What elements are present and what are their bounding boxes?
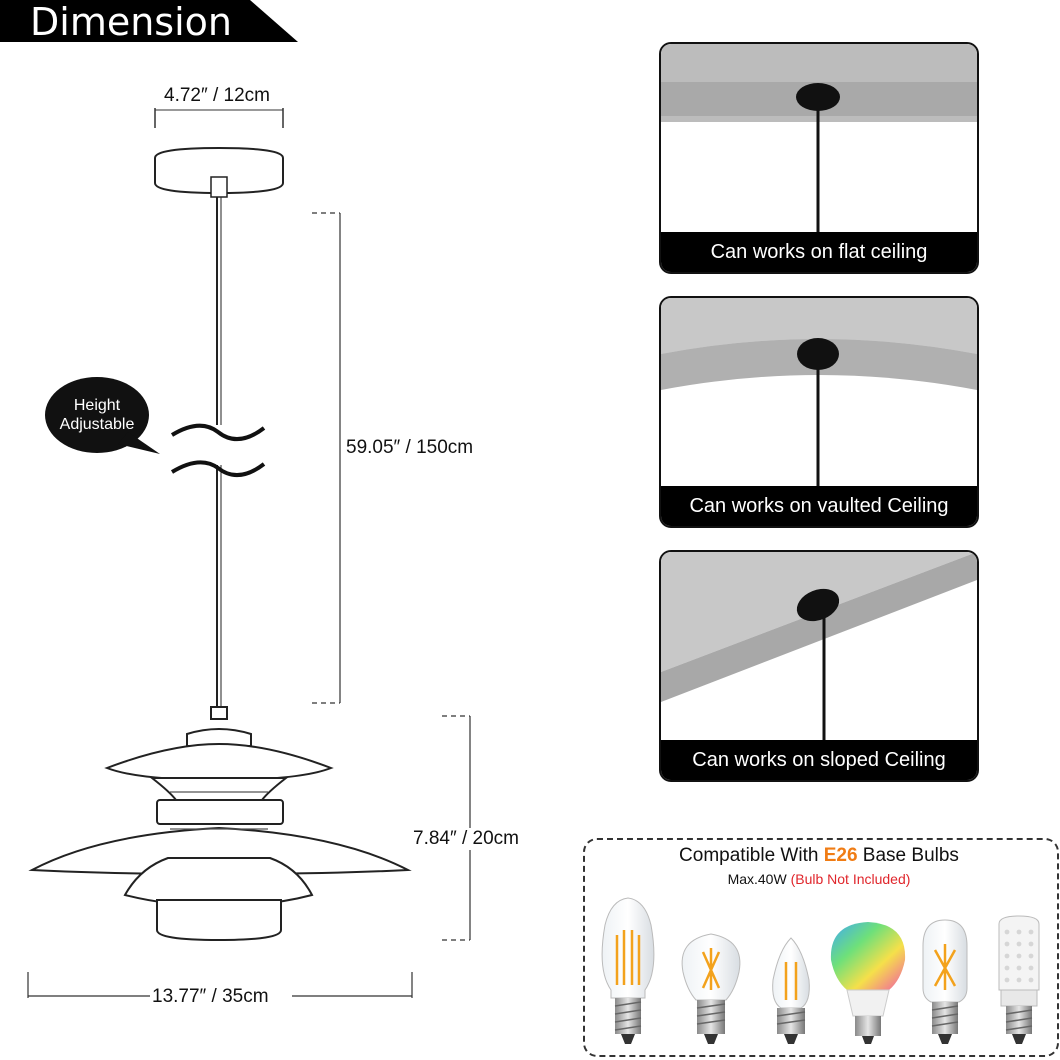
st64-filament-bulb-icon [601,897,655,1044]
pendant-shade-icon [28,706,412,942]
title-tag [0,0,298,42]
max-watt: Max.40W [727,871,791,887]
vaulted-ceiling-panel: Can works on vaulted Ceiling [659,296,979,528]
sloped-ceiling-illustration [661,552,977,780]
flat-ceiling-caption: Can works on flat ceiling [661,232,977,272]
led-corn-bulb-icon [998,915,1040,1044]
shade-width-label: 13.77″ / 35cm [152,986,269,1008]
a19-filament-bulb-icon [681,933,741,1044]
cord-length-label: 59.05″ / 150cm [346,437,474,459]
flat-ceiling-illustration [661,44,977,272]
compat-prefix: Compatible With [679,845,824,866]
rgb-smart-bulb-icon [830,922,906,1044]
bubble-line-1: Height [73,397,121,414]
canopy-icon [154,146,284,198]
vaulted-ceiling-illustration [661,298,977,526]
lamp-diagram [27,108,471,998]
bulb-note: (Bulb Not Included) [790,871,911,887]
compat-base: E26 [823,845,858,866]
flat-ceiling-panel: Can works on flat ceiling [659,42,979,274]
canopy-width-label: 4.72″ / 12cm [164,85,271,107]
height-adjustable-text: Height Adjustable [45,396,149,434]
bulb-row [601,897,1040,1044]
bulb-compat-box [583,838,1059,1057]
page-title: Dimension [30,0,232,44]
height-adjustable-bubble [45,377,160,454]
sloped-ceiling-caption: Can works on sloped Ceiling [661,740,977,780]
candle-filament-bulb-icon [772,937,810,1044]
bubble-line-2: Adjustable [59,416,135,433]
compat-suffix: Base Bulbs [857,845,959,866]
t-shape-filament-bulb-icon [922,919,968,1044]
compat-subtitle: Max.40W (Bulb Not Included) [583,871,1055,887]
shade-height-label: 7.84″ / 20cm [413,828,520,850]
vaulted-ceiling-caption: Can works on vaulted Ceiling [661,486,977,526]
compat-title: Compatible With E26 Base Bulbs [583,845,1055,867]
sloped-ceiling-panel: Can works on sloped Ceiling [659,550,979,782]
